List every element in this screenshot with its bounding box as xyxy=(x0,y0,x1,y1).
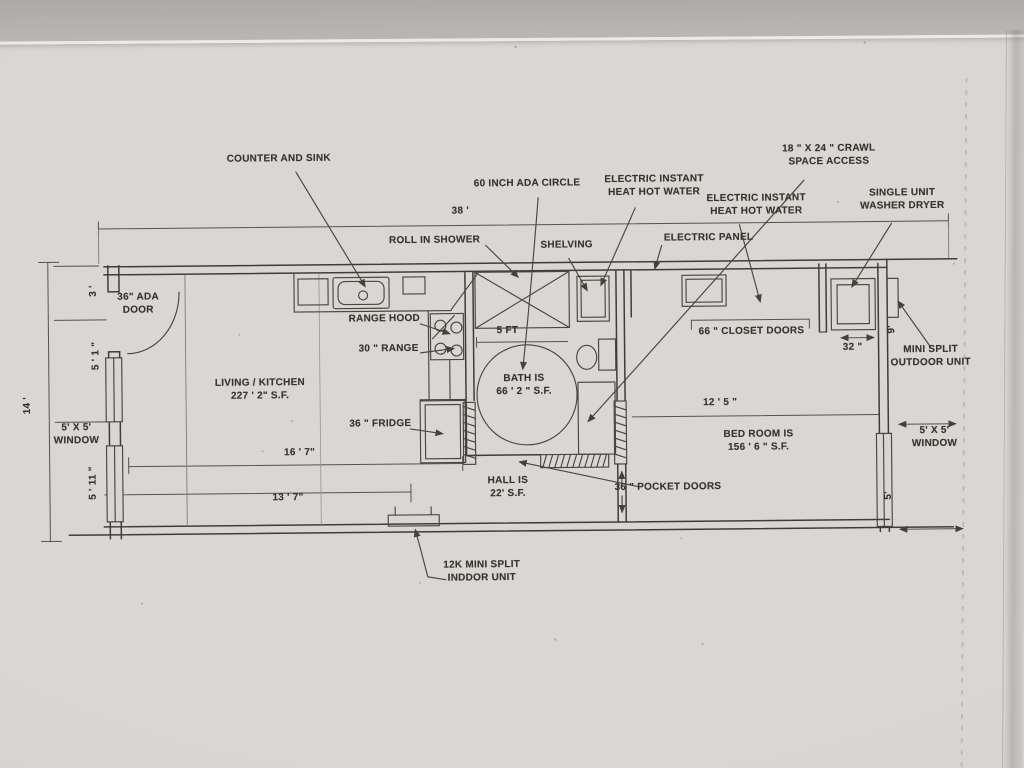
label-crawl-space-access: 18 " X 24 " CRAWL SPACE ACCESS xyxy=(782,142,876,167)
leader-arrows xyxy=(296,166,933,581)
label-window-left: 5' X 5' WINDOW xyxy=(53,422,100,446)
label-closet-doors-66: 66 " CLOSET DOORS xyxy=(698,325,805,338)
label-bath: BATH IS 66 ' 2 " S.F. xyxy=(496,372,552,397)
label-range-30: 30 " RANGE xyxy=(358,342,419,355)
label-mini-split-indoor: 12K MINI SPLIT INDDOR UNIT xyxy=(443,558,521,584)
dim-overall-width: 38 ' xyxy=(451,205,469,217)
dim-right-lower: 5' xyxy=(882,491,894,500)
label-electric-instant-heater-2: ELECTRIC INSTANT HEAT HOT WATER xyxy=(706,192,806,217)
label-window-right: 5' X 5' WINDOW xyxy=(911,424,958,449)
kitchen-fixtures xyxy=(294,272,480,527)
dim-left-lower: 5 ' 11 " xyxy=(87,466,99,500)
dim-right-upper: 9' xyxy=(886,325,898,334)
paper-right-edge xyxy=(1002,29,1024,768)
dim-overall-depth: 14 ' xyxy=(21,396,33,415)
paper-speckles xyxy=(141,41,955,646)
label-hall: HALL IS 22' S.F. xyxy=(487,474,529,499)
dim-lower-run: 13 ' 7" xyxy=(272,492,304,504)
label-pocket-doors-36: 36 " POCKET DOORS xyxy=(614,480,722,494)
label-bedroom: BED ROOM IS 156 ' 6 " S.F. xyxy=(723,428,794,453)
dim-left-top: 3 ' xyxy=(87,285,99,297)
label-mini-split-outdoor: MINI SPLIT OUTDOOR UNIT xyxy=(890,343,971,368)
label-single-unit-washer-dryer: SINGLE UNIT WASHER DRYER xyxy=(860,186,945,212)
dimension-lines xyxy=(38,214,964,542)
dim-kitchen-run: 16 ' 7" xyxy=(283,446,316,459)
label-range-hood: RANGE HOOD xyxy=(348,312,421,325)
label-electric-panel: ELECTRIC PANEL xyxy=(663,231,754,244)
dim-shower-width: 5 FT xyxy=(496,324,519,337)
dim-bedroom-width: 12 ' 5 " xyxy=(703,396,738,409)
bedroom-fixtures xyxy=(682,273,899,331)
dim-washer-width: 32 " xyxy=(842,341,863,353)
dim-left-upper: 5 ' 1 " xyxy=(90,341,102,371)
label-ada-door: 36" ADA DOOR xyxy=(117,291,159,316)
bath-fixtures xyxy=(475,271,626,514)
label-shelving: SHELVING xyxy=(540,239,593,251)
label-fridge-36: 36 " FRIDGE xyxy=(349,417,412,430)
label-ada-circle: 60 INCH ADA CIRCLE xyxy=(473,177,581,190)
label-living-kitchen: LIVING / KITCHEN 227 ' 2" S.F. xyxy=(214,376,306,402)
walls xyxy=(67,258,960,540)
label-roll-in-shower: ROLL IN SHOWER xyxy=(388,234,481,247)
label-counter-and-sink: COUNTER AND SINK xyxy=(226,152,331,165)
label-electric-instant-heater-1: ELECTRIC INSTANT HEAT HOT WATER xyxy=(604,173,704,198)
